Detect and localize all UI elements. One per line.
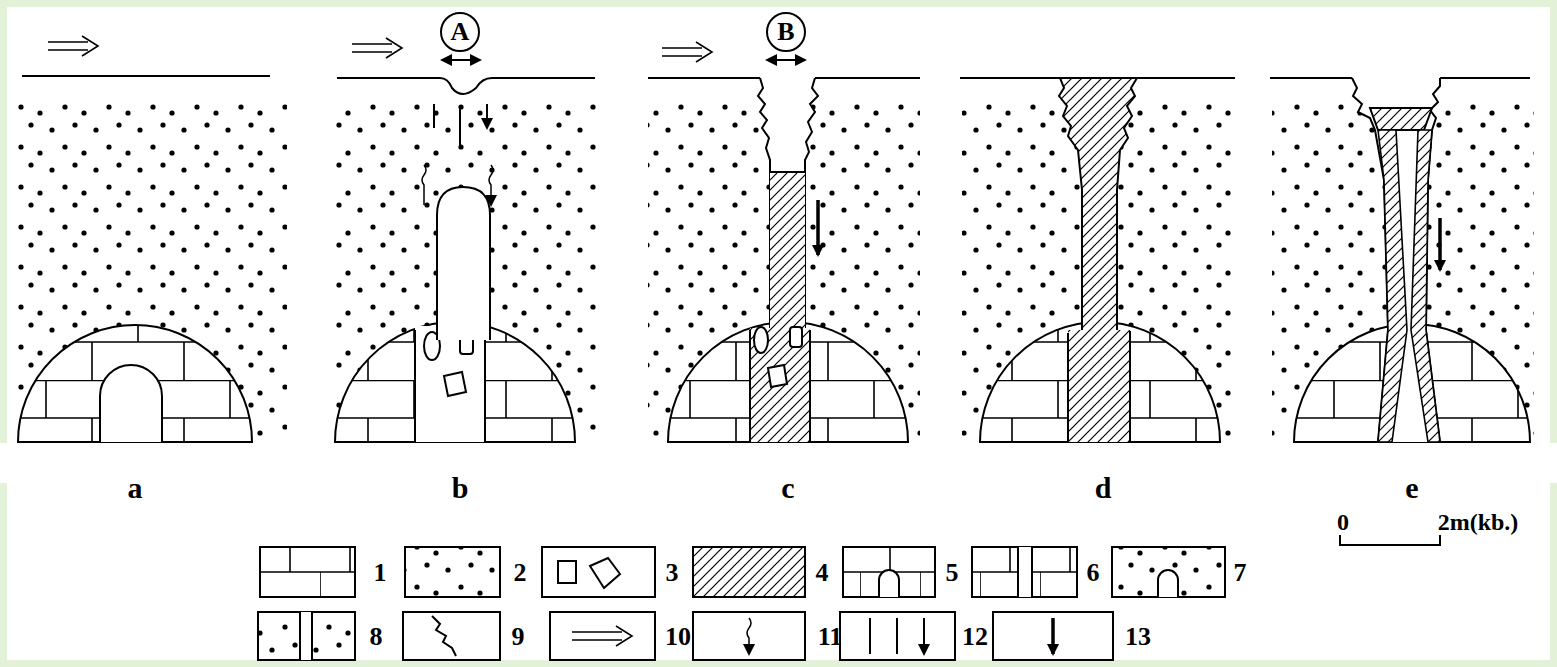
legend-number: 10 [665, 624, 691, 650]
legend-number: 2 [514, 560, 527, 586]
legend-number: 8 [370, 624, 383, 650]
stage-letter: A [451, 19, 470, 45]
legend-number: 12 [962, 624, 988, 650]
stage-letter: B [777, 19, 794, 45]
panel-letter: c [781, 473, 794, 503]
scale-label: 2m(kb.) [1438, 510, 1519, 534]
legend-number: 11 [818, 624, 843, 650]
panel-letter: b [452, 473, 469, 503]
legend-number: 13 [1125, 624, 1151, 650]
scale-label: 0 [1337, 510, 1349, 534]
panel-letter: a [128, 473, 143, 503]
legend-number: 1 [374, 560, 387, 586]
stage-circle: B [766, 12, 806, 52]
legend-number: 6 [1087, 560, 1100, 586]
legend-number: 5 [946, 560, 959, 586]
panel-letter: d [1095, 473, 1112, 503]
legend-number: 7 [1234, 560, 1247, 586]
stage-circle: A [440, 12, 480, 52]
legend-number: 3 [666, 560, 679, 586]
legend-number: 9 [512, 624, 525, 650]
panel-letter: e [1405, 473, 1418, 503]
legend-number: 4 [816, 560, 829, 586]
